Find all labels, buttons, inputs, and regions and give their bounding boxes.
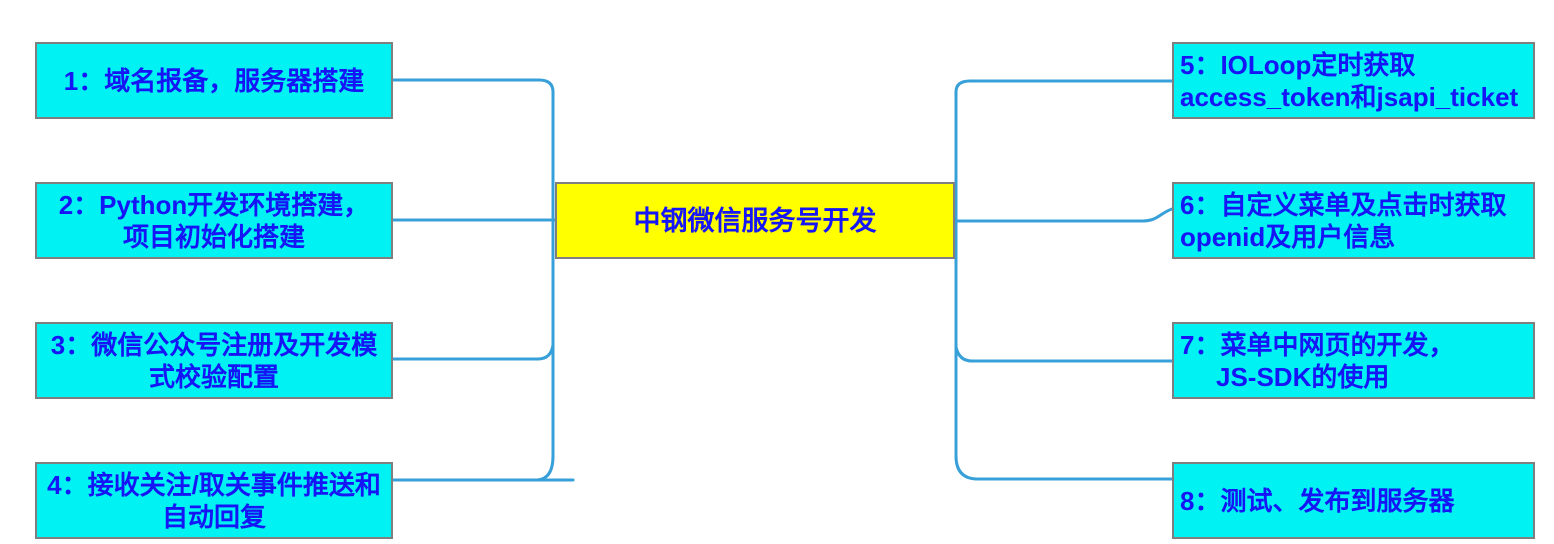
topic-text: 6：自定义菜单及点击时获取 <box>1180 189 1507 220</box>
topic-node-2[interactable]: 2：Python开发环境搭建，项目初始化搭建 <box>35 182 393 259</box>
topic-node-1[interactable]: 1：域名报备，服务器搭建 <box>35 42 393 119</box>
topic-node-7[interactable]: 7：菜单中网页的开发，JS-SDK的使用 <box>1172 322 1535 399</box>
topic-text: 项目初始化搭建 <box>122 221 305 252</box>
topic-text: 1：域名报备，服务器搭建 <box>63 65 365 96</box>
topic-node-8[interactable]: 8：测试、发布到服务器 <box>1172 462 1535 539</box>
connector-topic-4 <box>391 454 575 482</box>
topic-text: 5：IOLoop定时获取 <box>1180 49 1416 80</box>
topic-text: 4：接收关注/取关事件推送和 <box>47 469 381 500</box>
connector-topic-8 <box>954 454 1175 481</box>
connector-topic-5 <box>954 79 1175 94</box>
topic-text: openid及用户信息 <box>1180 221 1396 252</box>
connector-topic-6 <box>951 207 1174 223</box>
central-topic-label: 中钢微信服务号开发 <box>633 205 877 236</box>
topic-text: 3：微信公众号注册及开发模 <box>50 329 378 360</box>
topic-text: 7：菜单中网页的开发， <box>1180 329 1455 360</box>
connector-topic-3 <box>391 343 555 361</box>
connector-topic-1 <box>391 78 555 94</box>
topic-text: 自动回复 <box>161 501 266 532</box>
topic-text: 8：测试、发布到服务器 <box>1180 485 1455 516</box>
topic-text: 式校验配置 <box>148 361 279 392</box>
topic-node-3[interactable]: 3：微信公众号注册及开发模式校验配置 <box>35 322 393 399</box>
topic-text: access_token和jsapi_ticket <box>1180 81 1519 112</box>
topic-node-4[interactable]: 4：接收关注/取关事件推送和自动回复 <box>35 462 393 539</box>
topic-text: JS-SDK的使用 <box>1216 361 1390 392</box>
connector-topic-7 <box>954 345 1175 363</box>
central-topic-node[interactable]: 中钢微信服务号开发 <box>555 182 955 259</box>
topic-text: 2：Python开发环境搭建， <box>58 189 370 220</box>
